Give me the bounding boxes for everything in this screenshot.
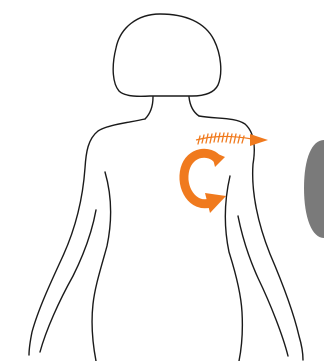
side-paddle-icon [304, 140, 324, 238]
right-arm-inner [238, 216, 288, 356]
neck-left [145, 97, 153, 119]
outward-arrowhead [250, 134, 268, 146]
body-figure [29, 14, 303, 361]
outward-arrow-icon [196, 133, 268, 146]
rotation-arrowhead [205, 193, 226, 213]
right-torso [225, 176, 242, 361]
rotation-tail-tip [211, 151, 225, 167]
head-outline [113, 14, 221, 96]
left-torso [92, 172, 111, 361]
left-arm-inner [40, 210, 96, 352]
left-shoulder-arm-outer [29, 119, 145, 355]
neck-right [189, 97, 199, 116]
shoulder-rotation-icon [184, 151, 226, 213]
